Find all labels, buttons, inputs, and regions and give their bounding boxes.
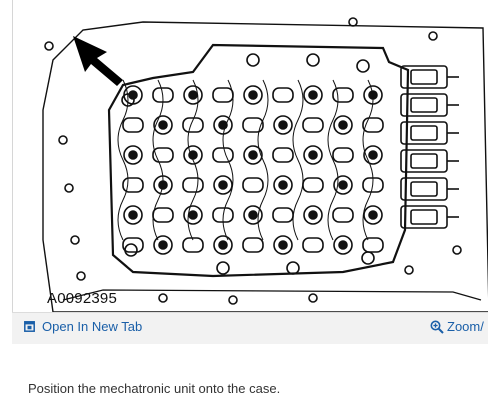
zoom-link[interactable]: Zoom/	[430, 319, 484, 334]
step-instruction-text: Position the mechatronic unit onto the c…	[28, 381, 281, 396]
open-in-new-tab-label: Open In New Tab	[42, 319, 143, 334]
open-in-new-tab-icon	[24, 321, 35, 332]
zoom-icon	[430, 320, 444, 334]
figure-toolbar: Open In New Tab Zoom/	[12, 312, 488, 344]
zoom-label: Zoom/	[447, 319, 484, 334]
open-in-new-tab-link[interactable]: Open In New Tab	[24, 319, 142, 334]
mechatronic-unit-illustration	[42, 17, 488, 312]
pointer-arrow-icon	[73, 36, 123, 86]
figure-card: A0092395	[12, 0, 488, 344]
figure-id-label: A0092395	[47, 290, 118, 307]
